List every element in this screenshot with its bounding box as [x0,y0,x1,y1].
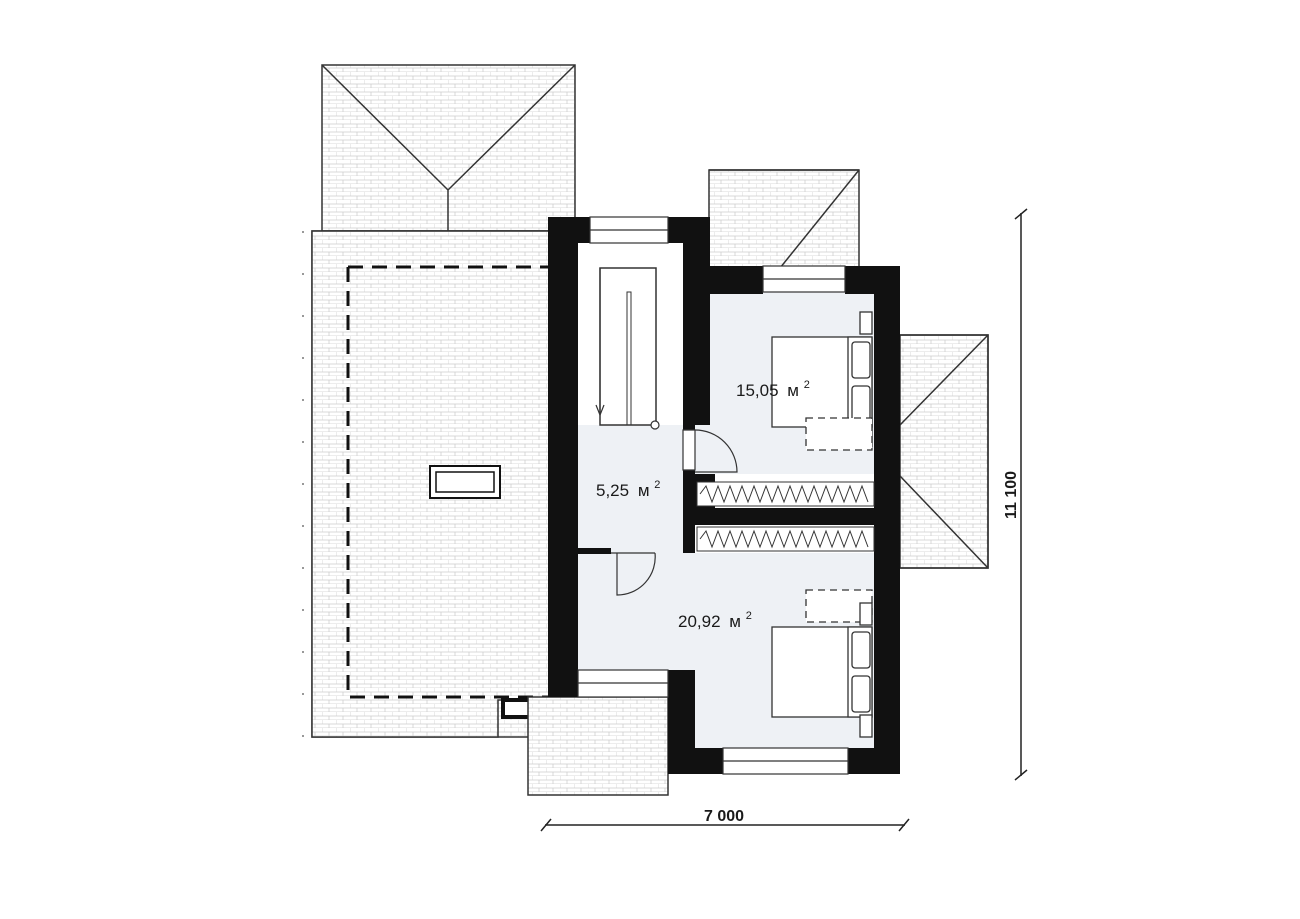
room-area: 20,92 [678,612,721,631]
room-area: 5,25 [596,481,629,500]
room-unit-sup: 2 [804,379,810,391]
room-label-bedroom-lower: 20,92 м 2 [678,610,752,631]
room-area: 15,05 [736,381,779,400]
room-unit: м [787,381,799,400]
roof-bottom-small [527,696,669,796]
dimension-width: 7 000 [540,808,910,832]
room-unit-sup: 2 [746,610,752,622]
roof-top-right [708,169,860,269]
staircase [595,267,660,430]
wardrobes [696,481,875,552]
roof-top-left [321,64,576,232]
walls [548,217,900,774]
svg-text:15,05 м 2: 15,05 м 2 [736,379,810,400]
room-unit: м [729,612,741,631]
room-label-bedroom-upper: 15,05 м 2 [736,379,810,400]
roof-large-terrace [302,230,553,738]
dimension-depth: 11 100 [1003,208,1028,781]
doors [611,429,738,596]
svg-text:5,25 м 2: 5,25 м 2 [596,479,660,500]
roof-right-side [899,334,989,569]
room-label-stair-hall: 5,25 м 2 [596,479,660,500]
bed-lower [771,589,873,738]
dimension-depth-label: 11 100 [1003,471,1020,519]
dimension-width-label: 7 000 [704,808,744,825]
room-unit-sup: 2 [654,479,660,491]
room-unit: м [638,481,650,500]
svg-text:20,92 м 2: 20,92 м 2 [678,610,752,631]
bed-upper [771,311,873,451]
windows [577,216,849,775]
